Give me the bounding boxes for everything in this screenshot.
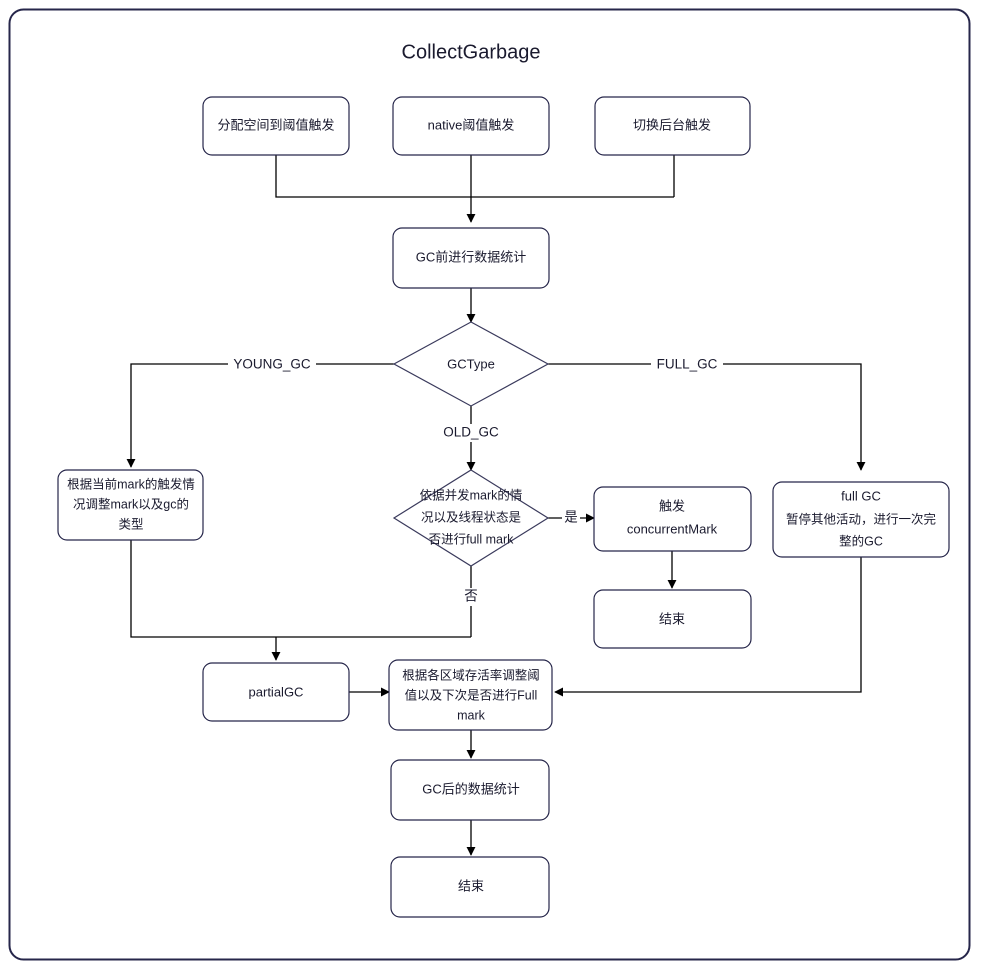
full-mark-line3: 否进行full mark — [429, 532, 514, 546]
gc-type-diamond[interactable] — [392, 321, 550, 407]
edge-full-gc — [548, 363, 866, 471]
post-gc-stats-box[interactable] — [390, 759, 550, 821]
node-trigger-background[interactable]: 切换后台触发 — [594, 96, 751, 156]
full-gc-line1: full GC — [841, 488, 881, 503]
node-full-mark-decision[interactable]: 依据并发mark的情 况以及线程状态是 否进行full mark — [392, 469, 550, 567]
node-end-concurrent[interactable]: 结束 — [593, 589, 752, 649]
svg-text:是: 是 — [564, 510, 578, 525]
adjust-mark-type-line3: 类型 — [118, 517, 143, 531]
trigger-concurrent-mark-box[interactable] — [593, 486, 752, 552]
pre-gc-stats-box[interactable] — [392, 227, 550, 289]
trigger-alloc-box[interactable] — [202, 96, 350, 156]
svg-text:FULL_GC: FULL_GC — [657, 357, 718, 372]
edge-label-yes: 是 — [562, 509, 580, 527]
end-main-label: 结束 — [458, 878, 484, 893]
gc-type-label: GCType — [447, 356, 495, 371]
svg-text:YOUNG_GC: YOUNG_GC — [233, 357, 311, 372]
full-mark-line2: 况以及线程状态是 — [421, 509, 522, 524]
node-adjust-mark-type[interactable]: 根据当前mark的触发情 况调整mark以及gc的 类型 — [57, 469, 204, 541]
node-post-gc-stats[interactable]: GC后的数据统计 — [390, 759, 550, 821]
full-gc-line2: 暂停其他活动，进行一次完 — [786, 511, 936, 526]
edge-label-no: 否 — [462, 588, 480, 606]
trigger-alloc-label: 分配空间到阈值触发 — [217, 117, 334, 132]
node-gc-type-decision[interactable]: GCType — [392, 321, 550, 407]
svg-text:OLD_GC: OLD_GC — [443, 425, 499, 440]
post-gc-stats-label: GC后的数据统计 — [422, 781, 520, 796]
trigger-native-label: native阈值触发 — [428, 117, 515, 132]
end-concurrent-box[interactable] — [593, 589, 752, 649]
full-gc-box[interactable] — [772, 481, 950, 558]
edge-alloc-to-bar — [275, 155, 674, 198]
full-mark-line1: 依据并发mark的情 — [420, 487, 523, 502]
edge-label-old-gc: OLD_GC — [437, 424, 507, 442]
end-main-box[interactable] — [390, 856, 550, 918]
adjust-threshold-box[interactable] — [388, 659, 553, 731]
partial-gc-box[interactable] — [202, 662, 350, 722]
trigger-background-label: 切换后台触发 — [633, 117, 711, 132]
edge-young-gc — [126, 363, 394, 468]
node-adjust-threshold[interactable]: 根据各区域存活率调整阈 值以及下次是否进行Full mark — [388, 659, 553, 731]
trigger-native-box[interactable] — [392, 96, 550, 156]
node-pre-gc-stats[interactable]: GC前进行数据统计 — [392, 227, 550, 289]
node-partial-gc[interactable]: partialGC — [202, 662, 350, 722]
adjust-mark-type-line1: 根据当前mark的触发情 — [67, 476, 195, 491]
end-concurrent-label: 结束 — [659, 611, 685, 626]
full-mark-diamond[interactable] — [392, 469, 550, 567]
edge-adjust-to-merge — [130, 540, 471, 638]
pre-gc-stats-label: GC前进行数据统计 — [416, 249, 527, 264]
adjust-threshold-line3: mark — [457, 708, 486, 722]
node-trigger-native[interactable]: native阈值触发 — [392, 96, 550, 156]
adjust-mark-type-box[interactable] — [57, 469, 204, 541]
diagram-frame — [8, 8, 971, 961]
page-title: CollectGarbage — [402, 41, 541, 63]
edge-label-full-gc: FULL_GC — [651, 355, 723, 373]
adjust-threshold-line2: 值以及下次是否进行Full — [405, 687, 538, 702]
node-trigger-concurrent-mark[interactable]: 触发 concurrentMark — [593, 486, 752, 552]
trigger-concurrent-mark-line2: concurrentMark — [627, 521, 718, 536]
svg-text:否: 否 — [464, 589, 478, 604]
adjust-mark-type-line2: 况调整mark以及gc的 — [73, 496, 189, 511]
node-trigger-alloc[interactable]: 分配空间到阈值触发 — [202, 96, 350, 156]
trigger-background-box[interactable] — [594, 96, 751, 156]
full-gc-line3: 整的GC — [839, 533, 883, 548]
adjust-threshold-line1: 根据各区域存活率调整阈 — [402, 667, 540, 682]
trigger-concurrent-mark-line1: 触发 — [659, 498, 685, 513]
node-end-main[interactable]: 结束 — [390, 856, 550, 918]
edge-fullgc-to-adjust-threshold — [554, 557, 862, 697]
edge-label-young-gc: YOUNG_GC — [228, 355, 316, 373]
partial-gc-label: partialGC — [249, 684, 304, 699]
node-full-gc[interactable]: full GC 暂停其他活动，进行一次完 整的GC — [772, 481, 950, 558]
